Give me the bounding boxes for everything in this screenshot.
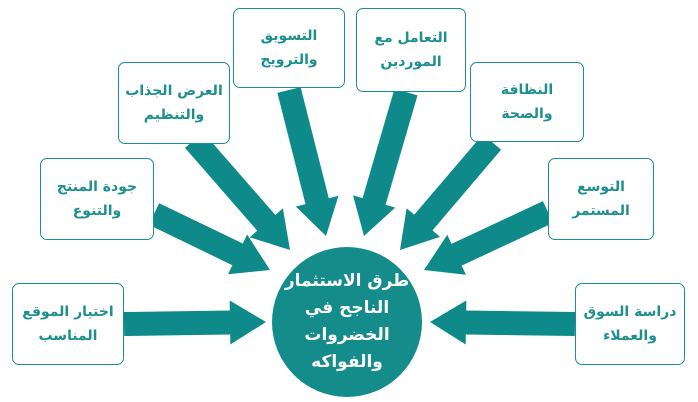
box-suppliers: التعامل مع الموردين [356,8,466,92]
box-expand: التوسع المستمر [548,158,654,240]
box-quality: جودة المنتج والتنوع [40,158,154,240]
arrow-clean [400,134,502,250]
arrow-suppliers [353,88,418,236]
box-market: دراسة السوق والعملاء [575,283,685,365]
box-marketing: التسويق والترويج [233,8,345,88]
box-location: اختيار الموقع المناسب [12,283,124,365]
arrow-quality [148,203,270,275]
arrow-marketing [277,87,339,236]
box-clean: النظافة والصحة [470,62,584,142]
arrow-market [430,300,576,345]
arrow-display [185,132,290,250]
box-display: العرض الجذاب والتنظيم [118,62,230,144]
arrow-expand [424,201,554,275]
arrow-location [123,300,266,345]
center-circle: طرق الاستثمار الناجح في الخضروات والفواك… [272,247,422,397]
